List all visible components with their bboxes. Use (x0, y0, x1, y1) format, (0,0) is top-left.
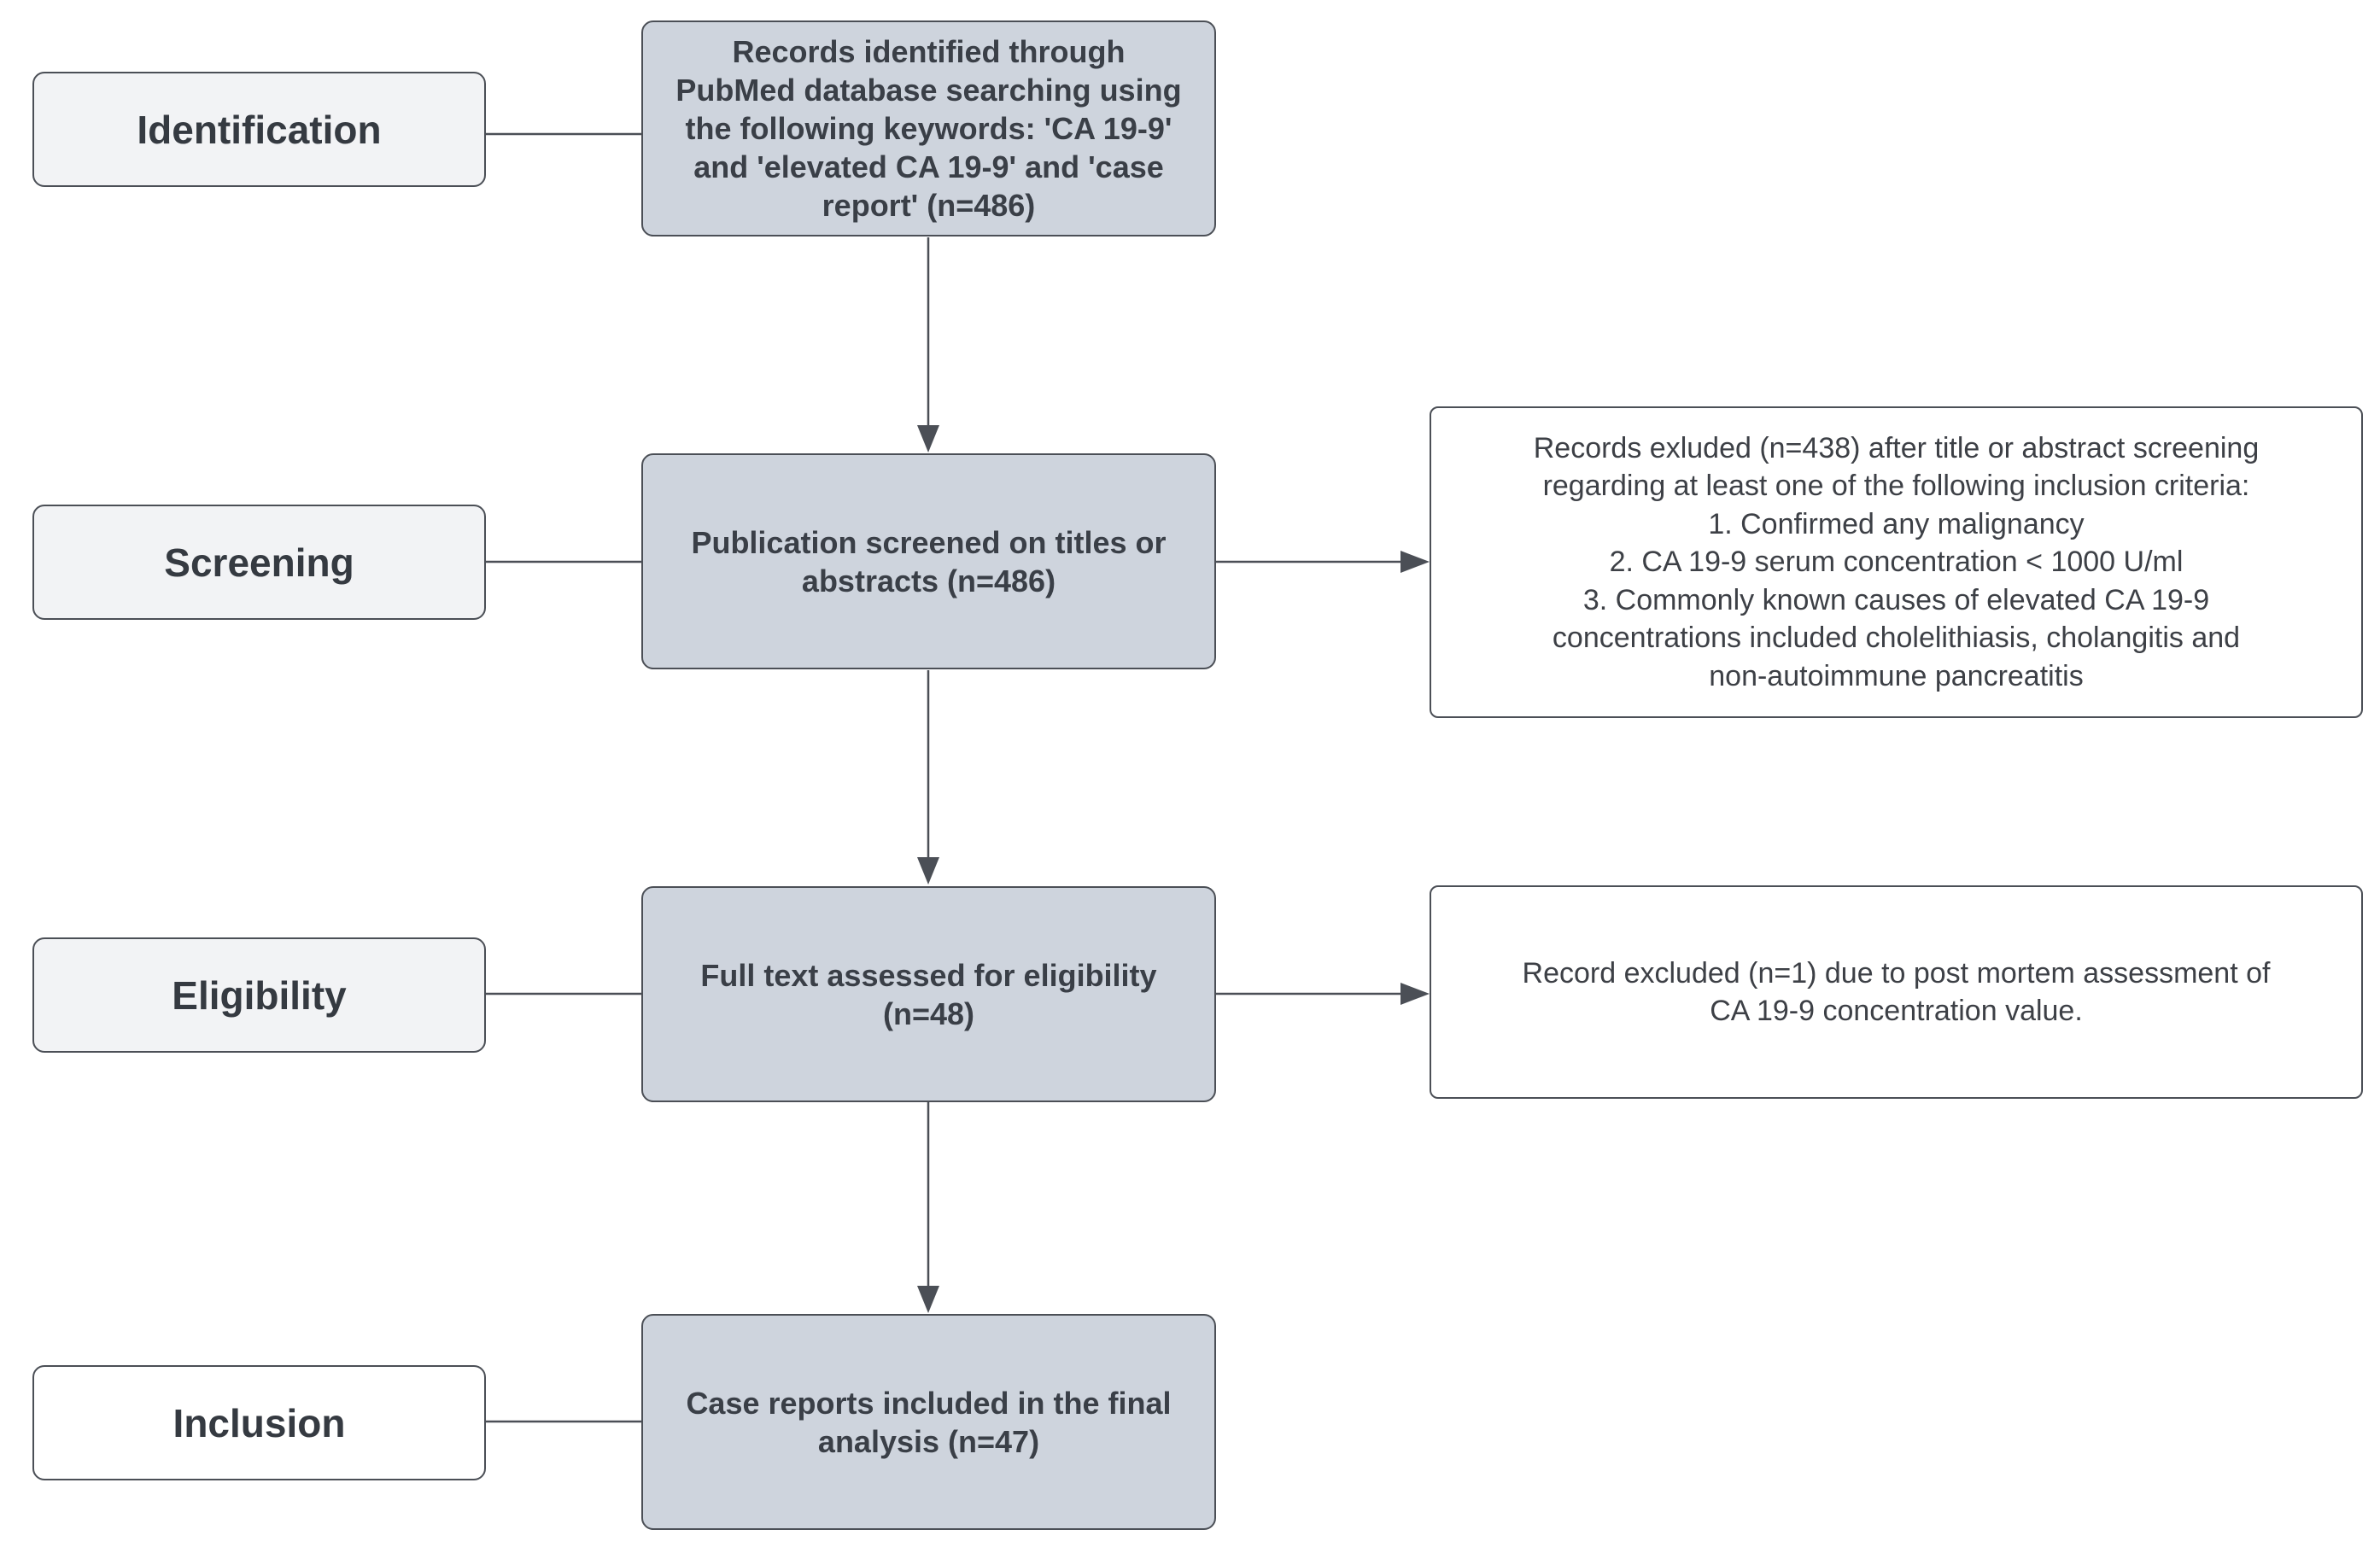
step-records-identified: Records identified through PubMed databa… (641, 20, 1216, 236)
step-records-identified-text: Records identified through PubMed databa… (675, 32, 1181, 225)
text-line: regarding at least one of the following … (1542, 470, 2250, 503)
stage-inclusion: Inclusion (32, 1365, 486, 1480)
step-full-text-assessed: Full text assessed for eligibility (n=48… (641, 886, 1216, 1102)
exclusion-screening-text: Records exluded (n=438) after title or a… (1534, 429, 2260, 696)
text-line: 3. Commonly known causes of elevated CA … (1582, 583, 2210, 616)
text-line: Record excluded (n=1) due to post mortem… (1522, 956, 2271, 990)
text-line: the following keywords: 'CA 19-9' (685, 111, 1172, 146)
text-line: concentrations included cholelithiasis, … (1552, 622, 2241, 655)
text-line: Publication screened on titles or (691, 524, 1167, 560)
arrowhead-screening-exclusion (1401, 551, 1430, 573)
text-line: Full text assessed for eligibility (700, 957, 1157, 993)
text-line: abstracts (n=486) (801, 563, 1056, 598)
step-case-reports-included-text: Case reports included in the final analy… (686, 1384, 1171, 1461)
arrowhead-screened (917, 425, 939, 452)
text-line: CA 19-9 concentration value. (1710, 995, 2083, 1027)
stage-screening: Screening (32, 505, 486, 620)
text-line: non-autoimmune pancreatitis (1709, 659, 2084, 692)
arrowhead-fulltext (917, 857, 939, 885)
text-line: Records identified through (732, 34, 1126, 69)
text-line: and 'elevated CA 19-9' and 'case (693, 149, 1164, 184)
stage-eligibility-label: Eligibility (172, 972, 347, 1018)
stage-inclusion-label: Inclusion (173, 1400, 346, 1445)
text-line: 1. Confirmed any malignancy (1708, 507, 2085, 540)
step-publication-screened: Publication screened on titles or abstra… (641, 453, 1216, 669)
step-publication-screened-text: Publication screened on titles or abstra… (691, 523, 1166, 600)
step-full-text-assessed-text: Full text assessed for eligibility (n=48… (700, 956, 1156, 1033)
text-line: analysis (n=47) (817, 1423, 1040, 1459)
text-line: report' (n=486) (822, 188, 1036, 223)
text-line: Records exluded (n=438) after title or a… (1533, 431, 2260, 464)
exclusion-eligibility-text: Record excluded (n=1) due to post mortem… (1523, 955, 2271, 1030)
stage-identification: Identification (32, 72, 486, 187)
stage-screening-label: Screening (164, 540, 354, 585)
stage-identification-label: Identification (137, 107, 382, 152)
text-line: 2. CA 19-9 serum concentration < 1000 U/… (1609, 546, 2184, 579)
text-line: Case reports included in the final (686, 1385, 1172, 1421)
text-line: PubMed database searching using (675, 73, 1182, 108)
step-case-reports-included: Case reports included in the final analy… (641, 1314, 1216, 1530)
arrowhead-included (917, 1286, 939, 1313)
arrowhead-eligibility-exclusion (1401, 983, 1430, 1005)
exclusion-eligibility: Record excluded (n=1) due to post mortem… (1430, 885, 2363, 1099)
exclusion-screening: Records exluded (n=438) after title or a… (1430, 406, 2363, 718)
text-line: (n=48) (882, 995, 975, 1031)
stage-eligibility: Eligibility (32, 937, 486, 1053)
